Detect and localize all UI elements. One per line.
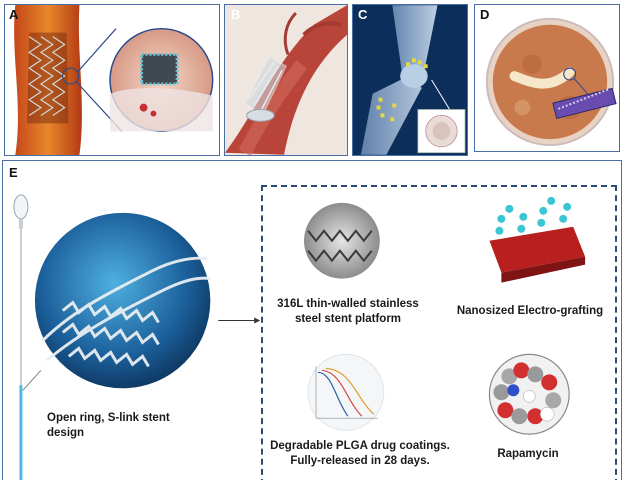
feature-caption-steel-line1: 316L thin-walled stainless	[277, 298, 419, 310]
feature-caption-electrografting-line1: Nanosized Electro-grafting	[456, 305, 604, 317]
panel-e: E	[2, 160, 622, 480]
xray-knee-illustration	[360, 5, 466, 155]
artery-stent-illustration	[225, 5, 347, 155]
feature-caption-electrografting: Nanosized Electro-grafting	[441, 304, 619, 319]
panel-e-graphics	[13, 194, 586, 480]
petri-dish-illustration	[485, 17, 617, 147]
feature-caption-plga-line2: Fully-released in 28 days.	[290, 455, 430, 467]
panel-b: B	[224, 4, 348, 156]
feature-caption-steel: 316L thin-walled stainless steel stent p…	[273, 297, 423, 327]
panel-b-letter: B	[231, 7, 241, 22]
panel-d: D	[474, 4, 620, 152]
drug-release-thumbnail	[307, 353, 385, 431]
feature-caption-rapamycin: Rapamycin	[473, 447, 583, 462]
rapamycin-molecule-thumbnail	[488, 353, 570, 435]
panel-a-letter: A	[9, 7, 19, 22]
stent-design-caption: Open ring, S-link stent design	[47, 411, 170, 441]
stent-ring-illustration	[34, 212, 211, 389]
feature-caption-rapamycin-line1: Rapamycin	[497, 448, 559, 460]
stent-design-caption-line1: Open ring, S-link stent	[47, 412, 170, 424]
stent-design-caption-line2: design	[47, 427, 85, 439]
panel-a: A	[4, 4, 220, 156]
feature-caption-plga: Degradable PLGA drug coatings. Fully-rel…	[265, 439, 455, 469]
feature-caption-plga-line1: Degradable PLGA drug coatings.	[270, 440, 450, 452]
vessel-stent-illustration	[14, 5, 214, 155]
electrografting-thumbnail	[489, 196, 586, 283]
feature-caption-steel-line2: steel stent platform	[294, 313, 402, 325]
steel-stent-thumbnail	[304, 202, 380, 279]
panel-c-letter: C	[358, 7, 368, 22]
panel-c: C	[352, 4, 468, 156]
panel-e-letter: E	[9, 165, 18, 180]
catheter-illustration	[13, 194, 42, 480]
panel-d-letter: D	[480, 7, 490, 22]
features-dashed-box	[261, 185, 617, 480]
